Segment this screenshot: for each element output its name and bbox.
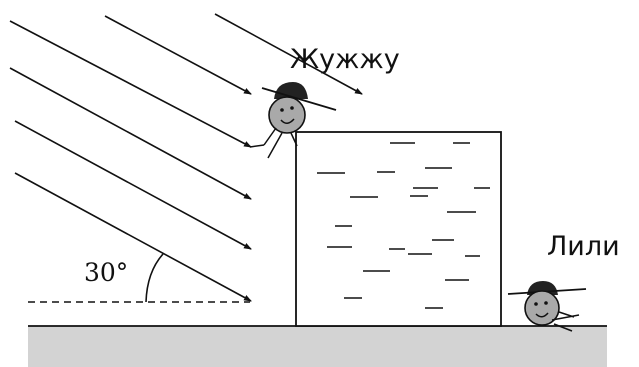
sun-ray bbox=[104, 15, 252, 95]
mouth bbox=[535, 312, 549, 318]
mouth bbox=[280, 118, 295, 124]
head bbox=[524, 290, 560, 326]
character-right-name: Лили bbox=[547, 231, 620, 262]
sun-ray bbox=[214, 13, 363, 95]
eye bbox=[280, 108, 284, 112]
ground bbox=[28, 326, 607, 367]
character-right bbox=[507, 281, 587, 332]
head bbox=[268, 96, 306, 134]
character-top-name: Жужжу bbox=[290, 44, 400, 75]
leg bbox=[553, 323, 573, 332]
eye bbox=[544, 301, 548, 305]
angle-label: 30° bbox=[84, 258, 128, 287]
leg bbox=[551, 314, 580, 321]
sun-ray bbox=[14, 172, 252, 302]
water-texture bbox=[317, 142, 490, 309]
angle-arc bbox=[145, 253, 164, 303]
sun-rays bbox=[9, 13, 363, 302]
eye bbox=[290, 106, 294, 110]
arm bbox=[558, 311, 575, 318]
sun-ray bbox=[9, 20, 252, 148]
water-block bbox=[295, 131, 502, 327]
sun-ray bbox=[14, 120, 252, 250]
cap-brim bbox=[261, 87, 337, 111]
leg bbox=[290, 132, 298, 147]
character-top bbox=[249, 82, 337, 159]
hand bbox=[249, 144, 265, 148]
eye bbox=[534, 302, 538, 306]
sun-ray bbox=[9, 67, 252, 200]
leg bbox=[267, 132, 283, 159]
arm bbox=[263, 127, 277, 146]
